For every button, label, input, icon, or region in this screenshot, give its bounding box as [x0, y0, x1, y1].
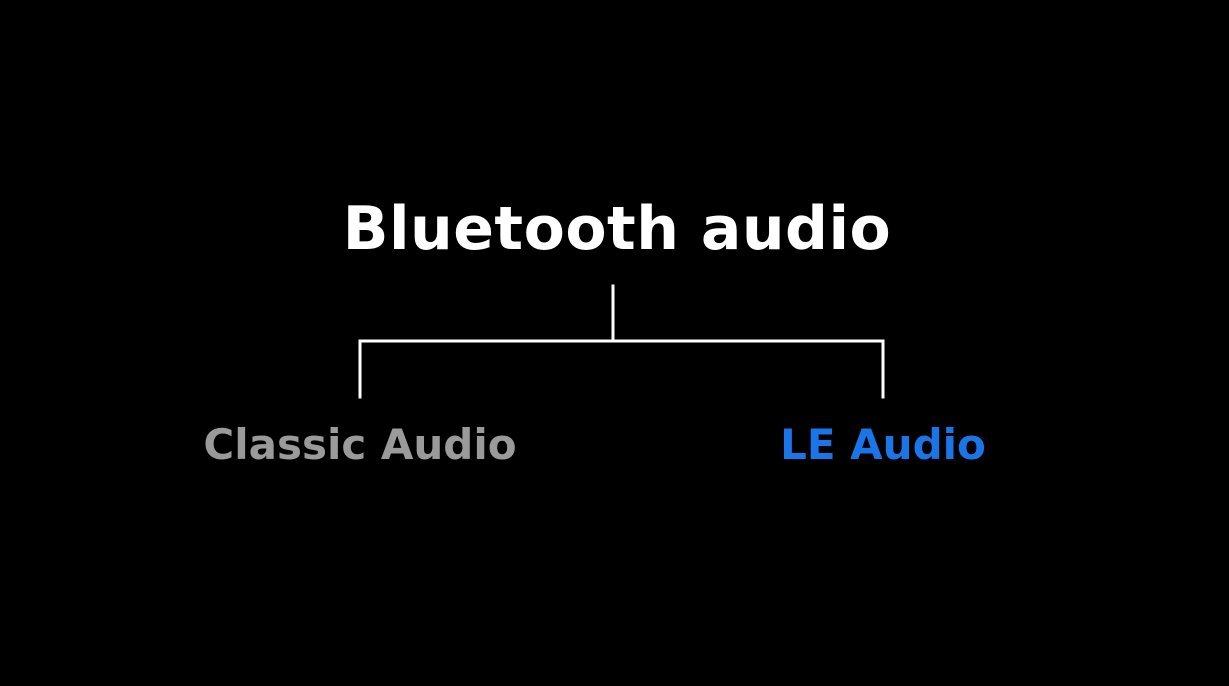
le-audio-node-label: LE Audio	[780, 420, 986, 469]
root-node-label: Bluetooth audio	[342, 194, 892, 264]
classic-audio-node-label: Classic Audio	[203, 420, 517, 469]
